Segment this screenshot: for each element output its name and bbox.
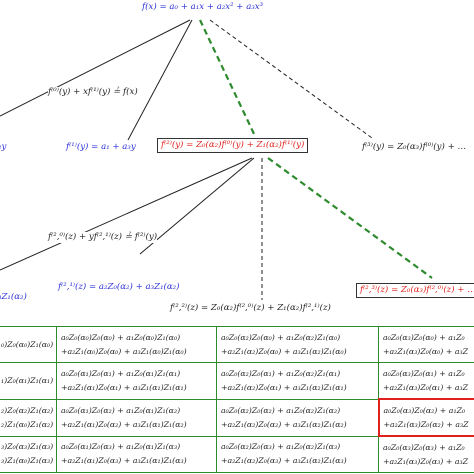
cell-line-1: a₀Z₀(α₃)Z₀(α₂) + a₁Z₀ — [383, 405, 466, 415]
cell-line-1: ₁)Z₀(α₁)Z₁(α₁) — [1, 375, 54, 385]
grid-cell: a₀Z₀(α₁)Z₀(α₁) + a₁Z₀(α₁)Z₁(α₁) +a₂Z₁(α₁)… — [56, 362, 217, 400]
grid-row: ₂)Z₀(α₂)Z₁(α₂)₂)Z₁(α₀)Z₁(α₂)a₀Z₀(α₁)Z₀(α… — [0, 398, 474, 437]
level1-f3-node: f⁽³⁾(y) = Z₀(α₃)f⁽⁰⁾(y) + … — [362, 142, 467, 152]
grid-cell: a₀Z₀(α₂)Z₀(α₃) + a₁Z₀(α₂)Z₁(α₃) +a₂Z₁(α₂)… — [216, 435, 379, 473]
cell-line-2: +a₂Z₁(α₂)Z₀(α₂) + a₃Z₁(α₂)Z₁(α₂) — [221, 419, 347, 429]
grid-cell-highlighted: a₀Z₀(α₃)Z₀(α₂) + a₁Z₀ +a₂Z₁(α₃)Z₀(α₂) + a… — [377, 398, 474, 437]
cell-line-2: +a₂Z₁(α₁)Z₀(α₁) + a₃Z₁(α₁)Z₁(α₁) — [61, 382, 187, 392]
cell-line-2: +a₂Z₁(α₂)Z₀(α₃) + a₃Z₁(α₂)Z₁(α₃) — [221, 456, 347, 466]
cell-line-1: a₀Z₀(α₁)Z₀(α₂) + a₁Z₀(α₁)Z₁(α₂) — [61, 405, 181, 415]
cell-line-1: ₃)Z₀(α₃)Z₁(α₃) — [1, 442, 54, 452]
cell-line-1: a₀Z₀(α₂)Z₀(α₀) + a₁Z₀(α₂)Z₁(α₀) — [221, 332, 341, 342]
cell-line-2: +a₂Z₁(α₃)Z₀(α₃) + a₃Z — [383, 456, 469, 466]
cell-line-2: ₃)Z₁(α₀)Z₁(α₃) — [1, 456, 54, 466]
level1-f1-node: f⁽¹⁾(y) = a₁ + a₃y — [66, 142, 136, 152]
grid-row: ₃)Z₀(α₃)Z₁(α₃)₃)Z₁(α₀)Z₁(α₃)a₀Z₀(α₁)Z₀(α… — [0, 435, 474, 473]
edge-f2-f23 — [267, 157, 433, 279]
cell-line-1: ₀)Z₀(α₀)Z₁(α₀) — [1, 339, 54, 349]
grid-cell: a₀Z₀(α₃)Z₀(α₀) + a₁Z₀ +a₂Z₁(α₃)Z₀(α₀) + a… — [378, 326, 474, 363]
level1-f2-node: f⁽²⁾(y) = Z₀(α₂)f⁽⁰⁾(y) + Z₁(α₂)f⁽¹⁾(y) — [157, 138, 309, 153]
cell-line-1: a₀Z₀(α₃)Z₀(α₃) + a₁Z₀ — [383, 442, 465, 452]
cell-line-1: a₀Z₀(α₃)Z₀(α₀) + a₁Z₀ — [383, 332, 465, 342]
cell-line-1: a₀Z₀(α₂)Z₀(α₁) + a₁Z₀(α₂)Z₁(α₁) — [221, 368, 341, 378]
level1-check: f⁽⁰⁾(y) + xf⁽¹⁾(y) ≟ f(x) — [48, 87, 138, 98]
grid-cell: a₀Z₀(α₂)Z₀(α₂) + a₁Z₀(α₂)Z₁(α₂) +a₂Z₁(α₂)… — [216, 398, 379, 437]
level2-f21-node: f⁽²,¹⁾(z) = a₂Z₀(α₂) + a₃Z₁(α₂) — [58, 282, 180, 292]
evaluation-grid: ₀)Z₀(α₀)Z₁(α₀)a₀Z₀(α₀)Z₀(α₀) + a₁Z₀(α₀)Z… — [0, 326, 474, 473]
edge-root-f3 — [209, 19, 373, 139]
grid-row: ₁)Z₀(α₁)Z₁(α₁)a₀Z₀(α₁)Z₀(α₁) + a₁Z₀(α₁)Z… — [0, 362, 474, 400]
grid-cell: ₁)Z₀(α₁)Z₁(α₁) — [0, 362, 57, 400]
cell-line-1: a₀Z₀(α₁)Z₀(α₁) + a₁Z₀(α₁)Z₁(α₁) — [61, 368, 181, 378]
grid-cell: a₀Z₀(α₁)Z₀(α₃) + a₁Z₀(α₁)Z₁(α₃) +a₂Z₁(α₁)… — [56, 435, 217, 473]
level2-f22-node: f⁽²,²⁾(z) = Z₀(α₂)f⁽²,⁰⁾(z) + Z₁(α₂)f⁽²,… — [170, 303, 331, 313]
grid-row: ₀)Z₀(α₀)Z₁(α₀)a₀Z₀(α₀)Z₀(α₀) + a₁Z₀(α₀)Z… — [0, 326, 474, 363]
cell-line-2: +a₂Z₁(α₃)Z₀(α₂) + a₃Z — [383, 419, 469, 429]
grid-cell: a₀Z₀(α₃)Z₀(α₃) + a₁Z₀ +a₂Z₁(α₃)Z₀(α₃) + a… — [378, 435, 474, 473]
level1-left-clipped: ₂y — [0, 142, 7, 152]
cell-line-2: +a₂Z₁(α₃)Z₀(α₁) + a₃Z — [383, 382, 469, 392]
grid-cell: a₀Z₀(α₂)Z₀(α₀) + a₁Z₀(α₂)Z₁(α₀) +a₂Z₁(α₂)… — [216, 326, 379, 363]
grid-cell: ₃)Z₀(α₃)Z₁(α₃) ₃)Z₁(α₀)Z₁(α₃) — [0, 435, 57, 473]
cell-line-1: a₀Z₀(α₂)Z₀(α₂) + a₁Z₀(α₂)Z₁(α₂) — [221, 405, 341, 415]
edge-root-f1 — [127, 19, 193, 141]
cell-line-2: +a₂Z₁(α₂)Z₀(α₁) + a₃Z₁(α₂)Z₁(α₁) — [221, 382, 347, 392]
grid-cell: a₀Z₀(α₂)Z₀(α₁) + a₁Z₀(α₂)Z₁(α₁) +a₂Z₁(α₂)… — [216, 362, 379, 400]
grid-cell: a₀Z₀(α₃)Z₀(α₁) + a₁Z₀ +a₂Z₁(α₃)Z₀(α₁) + a… — [378, 362, 474, 400]
edge-root-f2 — [199, 19, 256, 137]
grid-cell: ₂)Z₀(α₂)Z₁(α₂) ₂)Z₁(α₀)Z₁(α₂) — [0, 398, 57, 437]
level2-left-clipped: ₃Z₁(α₂) — [0, 292, 27, 302]
grid-cell: ₀)Z₀(α₀)Z₁(α₀) — [0, 326, 57, 363]
grid-cell: a₀Z₀(α₀)Z₀(α₀) + a₁Z₀(α₀)Z₁(α₀) +a₂Z₁(α₀)… — [56, 326, 217, 363]
cell-line-1: a₀Z₀(α₀)Z₀(α₀) + a₁Z₀(α₀)Z₁(α₀) — [61, 332, 181, 342]
cell-line-1: ₂)Z₀(α₂)Z₁(α₂) — [1, 405, 54, 415]
cell-line-2: +a₂Z₁(α₃)Z₀(α₀) + a₃Z — [383, 346, 469, 356]
edge-f2-f21 — [139, 157, 255, 255]
cell-line-1: a₀Z₀(α₃)Z₀(α₁) + a₁Z₀ — [383, 368, 465, 378]
level2-check: f⁽²,⁰⁾(z) + yf⁽²,¹⁾(z) ≟ f⁽²⁾(y) — [48, 232, 158, 243]
edge-f2-left — [0, 157, 253, 271]
root-polynomial: f(x) = a₀ + a₁x + a₂x² + a₃x³ — [142, 2, 264, 12]
cell-line-2: +a₂Z₁(α₁)Z₀(α₃) + a₃Z₁(α₁)Z₁(α₃) — [61, 456, 187, 466]
cell-line-2: +a₂Z₁(α₁)Z₀(α₂) + a₃Z₁(α₁)Z₁(α₂) — [61, 419, 187, 429]
cell-line-2: ₂)Z₁(α₀)Z₁(α₂) — [1, 419, 54, 429]
cell-line-1: a₀Z₀(α₂)Z₀(α₃) + a₁Z₀(α₂)Z₁(α₃) — [221, 442, 341, 452]
cell-line-1: a₀Z₀(α₁)Z₀(α₃) + a₁Z₀(α₁)Z₁(α₃) — [61, 442, 181, 452]
grid-cell: a₀Z₀(α₁)Z₀(α₂) + a₁Z₀(α₁)Z₁(α₂) +a₂Z₁(α₁)… — [56, 398, 217, 437]
cell-line-2: +a₂Z₁(α₀)Z₀(α₀) + a₃Z₁(α₀)Z₁(α₀) — [61, 346, 187, 356]
level2-f23-node: f⁽²,³⁾(z) = Z₀(α₃)f⁽²,⁰⁾(z) + … — [356, 283, 474, 298]
cell-line-2: +a₂Z₁(α₂)Z₀(α₀) + a₃Z₁(α₂)Z₁(α₀) — [221, 346, 347, 356]
edge-root-left — [0, 19, 191, 117]
